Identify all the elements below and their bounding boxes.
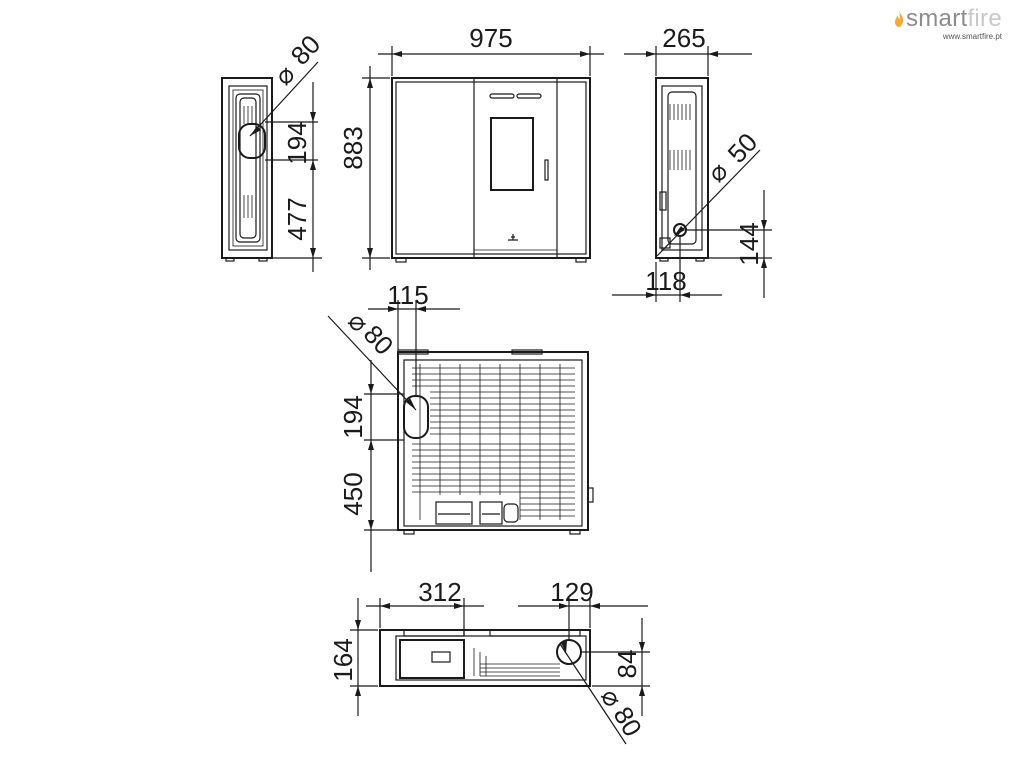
dim-front-width: 975 bbox=[469, 23, 512, 53]
dim-top-offset-right: 129 bbox=[550, 577, 593, 607]
right-side-view: 265 ⌀ 50 144 118 bbox=[612, 23, 772, 302]
flame-icon bbox=[894, 11, 904, 27]
dim-left-pipe-span: 194 bbox=[282, 121, 312, 164]
top-hopper-lid bbox=[399, 639, 465, 679]
right-side-outline bbox=[655, 77, 709, 259]
left-side-pipe-opening bbox=[238, 123, 266, 159]
front-door-handle bbox=[544, 159, 549, 181]
front-view: 975 883 bbox=[338, 23, 604, 270]
dim-rear-pipe-offset-x: 115 bbox=[387, 280, 428, 310]
brand-name-main: smart bbox=[905, 5, 968, 32]
brand-logo: smartfire www.smartfire.pt bbox=[894, 6, 1002, 41]
left-side-view: ⌀ 80 194 477 bbox=[221, 29, 327, 272]
front-glass-window bbox=[490, 117, 534, 191]
dim-right-pipe-diameter: 50 bbox=[722, 127, 764, 169]
dim-top-offset-left: 312 bbox=[418, 577, 461, 607]
left-side-outline bbox=[221, 77, 273, 259]
top-hopper-handle bbox=[431, 651, 451, 663]
rear-view: 115 ⌀ 80 194 450 bbox=[327, 280, 594, 572]
dim-top-depth: 164 bbox=[328, 638, 358, 681]
left-side-panel bbox=[228, 85, 268, 251]
brand-name: smartfire bbox=[894, 6, 1002, 32]
rear-outline bbox=[397, 351, 589, 531]
rear-grill-pattern bbox=[412, 367, 575, 517]
top-outline bbox=[379, 629, 591, 687]
dim-right-pipe-diameter-symbol: ⌀ bbox=[701, 156, 734, 188]
top-view: 312 129 164 84 ⌀ 80 bbox=[328, 577, 650, 745]
dim-right-pipe-offset-x: 118 bbox=[645, 266, 686, 296]
brand-url: www.smartfire.pt bbox=[942, 32, 1002, 41]
dim-right-pipe-height: 144 bbox=[734, 222, 764, 265]
dim-rear-pipe-height: 450 bbox=[338, 472, 368, 515]
dim-top-pipe-offset: 84 bbox=[612, 650, 642, 679]
front-outline bbox=[391, 77, 591, 259]
dim-left-pipe-diameter: 80 bbox=[285, 29, 327, 71]
dim-right-side-depth: 265 bbox=[662, 23, 705, 53]
dim-front-height: 883 bbox=[338, 126, 368, 169]
brand-name-accent: fire bbox=[967, 5, 1002, 32]
dim-left-pipe-height: 477 bbox=[282, 197, 312, 240]
dim-rear-pipe-span: 194 bbox=[338, 395, 368, 438]
top-pipe-opening bbox=[556, 639, 582, 665]
